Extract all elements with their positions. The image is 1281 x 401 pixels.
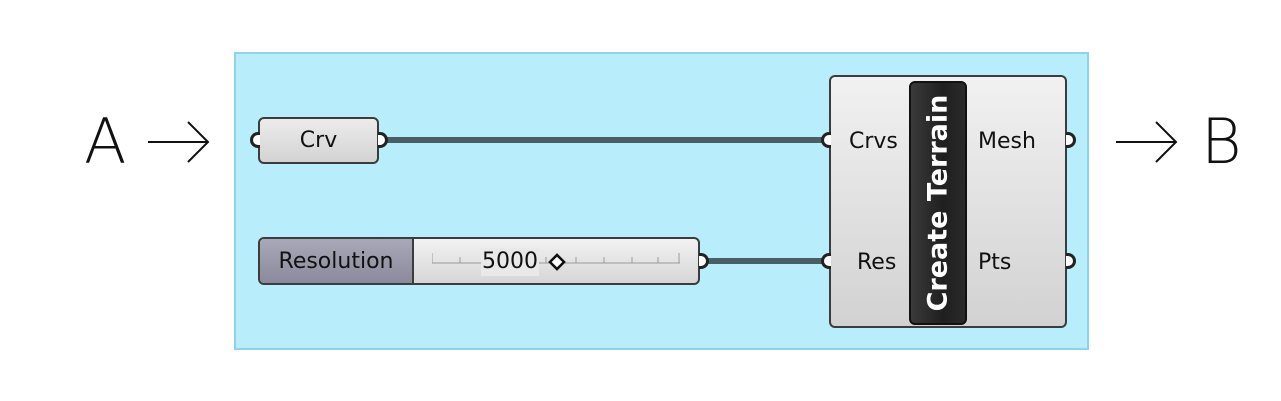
crvs-input-grip[interactable] (821, 132, 831, 148)
input-crvs-label: Crvs (849, 129, 898, 154)
slider-name: Resolution (260, 239, 414, 283)
slider-value: 5000 (481, 248, 539, 276)
curve-param[interactable]: Crv (258, 117, 379, 164)
create-terrain-component[interactable]: Crvs Res Mesh Pts Create Terrain (829, 75, 1067, 328)
input-label-a: A (84, 105, 127, 178)
pts-output-grip[interactable] (1066, 253, 1076, 269)
component-title-bar: Create Terrain (909, 81, 967, 325)
slider-name-label: Resolution (278, 248, 394, 274)
slider-handle-icon[interactable] (548, 253, 566, 271)
resolution-slider[interactable]: Resolution 5000 (258, 237, 700, 285)
arrow-right-icon (1116, 121, 1178, 163)
input-res-label: Res (857, 250, 897, 275)
curve-param-input-grip[interactable] (250, 132, 260, 148)
arrow-right-icon (148, 121, 210, 163)
output-label-b: B (1201, 105, 1242, 178)
res-input-grip[interactable] (821, 253, 831, 269)
mesh-output-grip[interactable] (1066, 132, 1076, 148)
slider-output-grip[interactable] (699, 253, 709, 269)
curve-param-label: Crv (299, 128, 338, 153)
output-pts-label: Pts (978, 250, 1012, 275)
component-title: Create Terrain (922, 94, 954, 312)
output-mesh-label: Mesh (978, 129, 1036, 154)
curve-param-output-grip[interactable] (378, 132, 388, 148)
